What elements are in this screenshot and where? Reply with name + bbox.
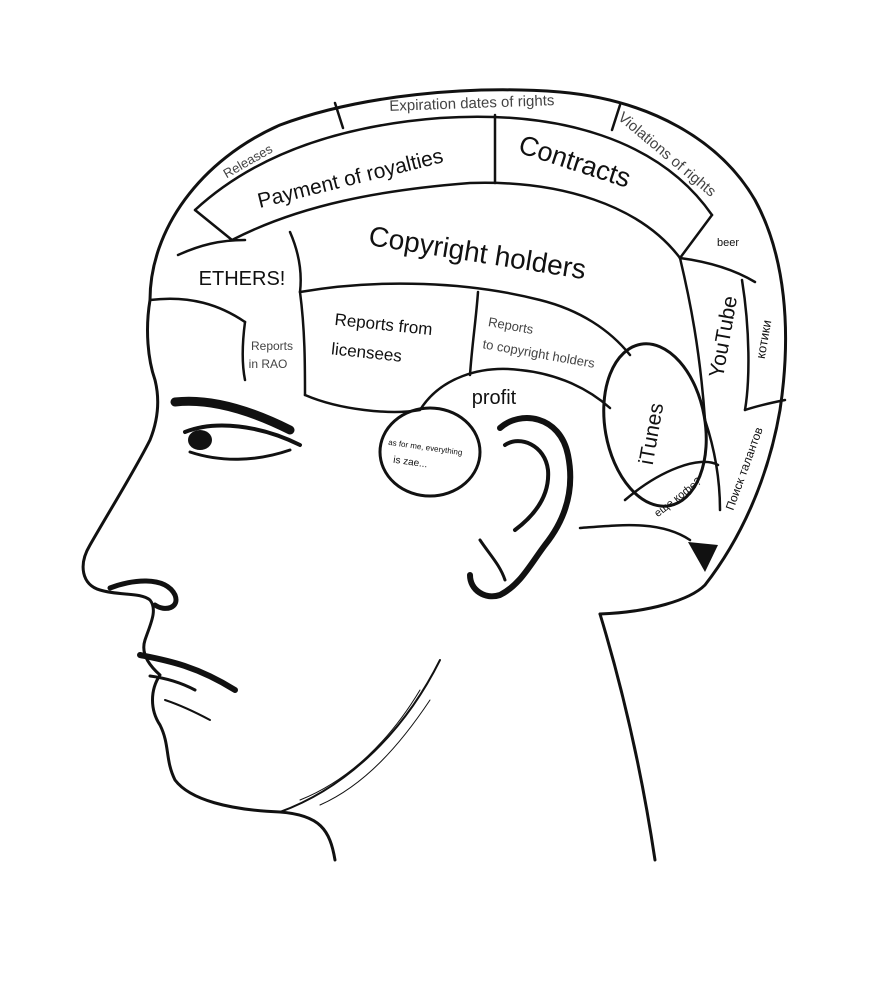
band-outer-inner-edge — [193, 115, 714, 217]
divider-releases-expiration — [333, 101, 345, 130]
as-for-me-region-outline — [378, 406, 482, 498]
label-as-for-me-2: is zae... — [393, 455, 429, 471]
label-copyright-holders: Copyright holders — [367, 220, 589, 285]
label-payment-of-royalties: Payment of royalties — [255, 145, 445, 213]
label-eshche-kofe: еще кофе? — [652, 475, 704, 519]
ear-outer — [467, 415, 574, 600]
eye-upper-lid — [183, 423, 302, 447]
dark-wedge — [688, 542, 718, 572]
youtube-left-edge — [678, 256, 707, 422]
ear-lobe — [478, 538, 507, 582]
eyebrow — [170, 396, 295, 435]
face-profile — [81, 298, 337, 862]
divider-violations-beer — [678, 213, 714, 260]
divider-expiration-violations — [610, 103, 622, 132]
label-poisk-talantov: Поиск талантов — [723, 425, 766, 512]
nose-nostril — [107, 578, 179, 611]
moustache — [137, 652, 238, 693]
label-reports-to-holders-2: to copyright holders — [482, 336, 597, 371]
label-reports-from-licensees-1: Reports from — [334, 310, 434, 339]
label-reports-in-rao-2: in RAO — [249, 357, 288, 371]
divider-licensees-holders — [468, 290, 480, 377]
head-outline — [148, 88, 788, 616]
divider-rao-left — [241, 320, 247, 382]
ear-inner — [503, 439, 551, 532]
divider-kofe-poisk — [703, 418, 722, 512]
label-beer: beer — [717, 237, 739, 249]
divider-youtube-kotiki — [740, 278, 750, 412]
divider-kotiki-poisk — [743, 398, 787, 412]
label-youtube: YouTube — [705, 294, 742, 379]
label-reports-from-licensees-2: licensees — [330, 339, 402, 365]
label-as-for-me-1: as for me, everything — [388, 438, 463, 457]
eye-pupil — [188, 430, 212, 450]
divider-beer-youtube — [678, 256, 757, 284]
band-second-inner-edge — [230, 181, 682, 260]
eye-lower-lid — [188, 448, 292, 461]
label-reports-to-holders-1: Reports — [487, 314, 535, 337]
jaw-shading — [299, 689, 431, 806]
lower-region-bottom — [303, 367, 612, 414]
label-profit: profit — [472, 387, 517, 409]
ethers-bottom — [148, 297, 247, 324]
chin-line — [164, 699, 211, 721]
itunes-region-outline — [602, 342, 708, 508]
jaw-line — [279, 659, 441, 813]
label-violations-of-rights: Violations of rights — [615, 109, 720, 201]
divider-ethers-copyright — [288, 230, 302, 294]
copyright-holders-bottom — [298, 282, 632, 357]
label-kotiki: котики — [753, 319, 775, 360]
label-contracts: Contracts — [515, 129, 634, 193]
neck-back — [598, 612, 657, 862]
lip-line — [148, 674, 197, 692]
label-ethers: ETHERS! — [199, 268, 286, 290]
divider-releases-payment — [193, 208, 234, 242]
kofe-bottom — [578, 523, 692, 542]
label-reports-in-rao-1: Reports — [251, 339, 293, 353]
divider-itunes-kofe — [623, 460, 720, 502]
label-expiration-dates: Expiration dates of rights — [389, 92, 555, 115]
label-itunes: iTunes — [635, 401, 668, 466]
divider-rao-licensees — [298, 290, 307, 397]
divider-ethers-top — [176, 238, 247, 257]
